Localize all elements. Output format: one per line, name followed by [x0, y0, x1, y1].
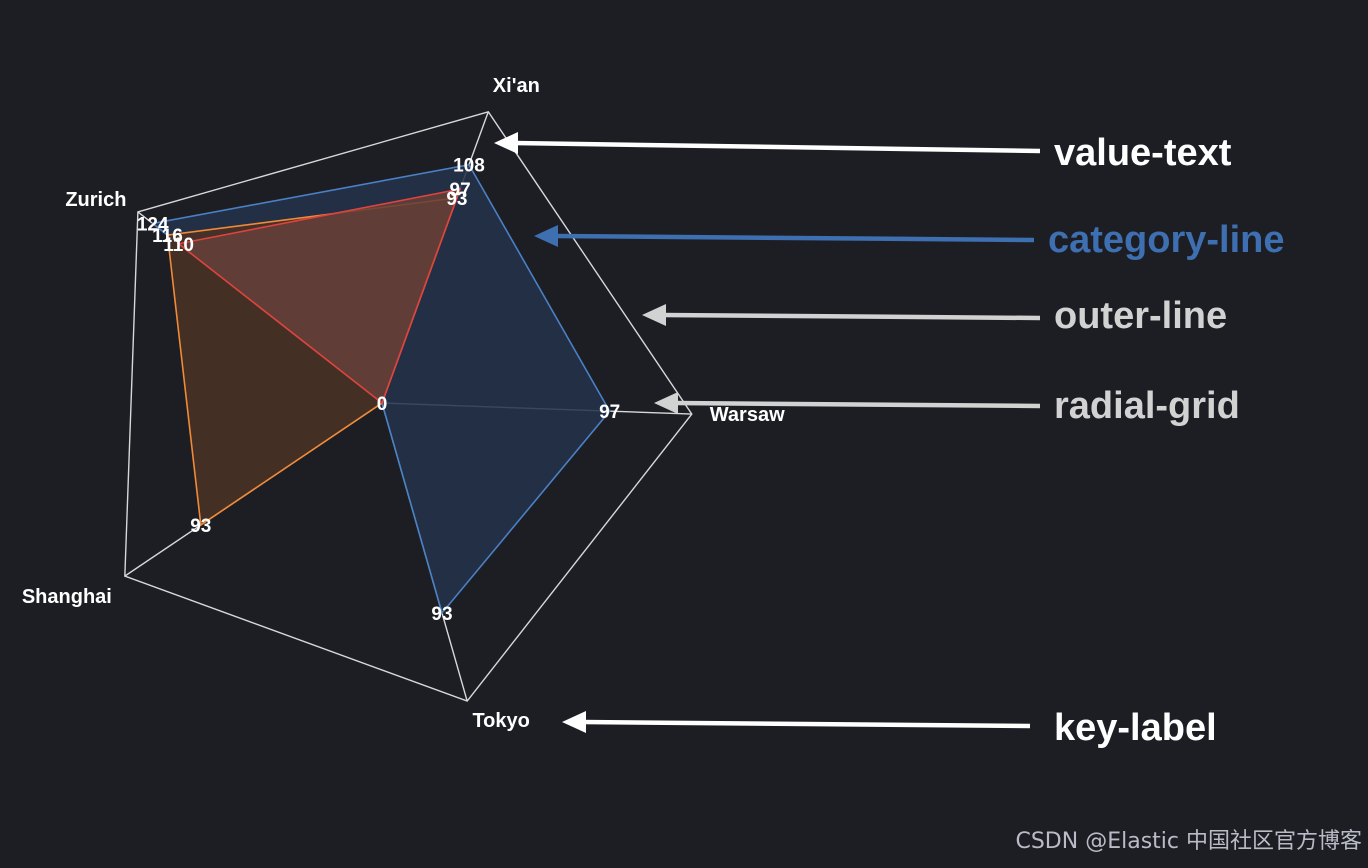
annotation-label-outer-line: outer-line — [1054, 295, 1227, 337]
value-text-series-2-shanghai: 93 — [190, 516, 211, 537]
value-text-series-1-tokyo: 93 — [431, 604, 452, 625]
key-label-tokyo: Tokyo — [472, 710, 529, 732]
value-text-series-1-xi-an: 108 — [453, 156, 485, 177]
key-label-zurich: Zurich — [65, 189, 126, 211]
series-layer — [150, 163, 611, 615]
annotation-label-radial-grid: radial-grid — [1054, 385, 1240, 427]
value-text-series-1-warsaw: 97 — [599, 402, 620, 423]
key-label-warsaw: Warsaw — [710, 404, 785, 426]
annotation-label-value-text: value-text — [1054, 132, 1232, 174]
annotation-arrow-key-label — [581, 719, 1031, 729]
watermark-text: CSDN @Elastic 中国社区官方博客 — [1015, 829, 1362, 854]
value-text-series-2-xi-an: 93 — [446, 189, 467, 210]
annotation-arrow-category-line — [553, 233, 1035, 243]
annotation-label-key-label: key-label — [1054, 707, 1217, 749]
annotation-arrowhead-value-text — [494, 132, 518, 154]
annotation-label-category-line: category-line — [1048, 219, 1285, 261]
value-text-center: 0 — [377, 394, 388, 415]
annotation-layer: value-text category-line outer-line radial-… — [494, 132, 1285, 749]
annotation-arrowhead-category-line — [534, 225, 558, 247]
annotation-arrowhead-radial-grid — [654, 392, 678, 414]
outer-line — [124, 110, 693, 702]
value-text-series-2-zurich: 116 — [152, 226, 183, 247]
key-label-shanghai: Shanghai — [22, 586, 112, 608]
key-label-xi-an: Xi'an — [493, 75, 540, 97]
annotation-arrow-value-text — [513, 140, 1041, 154]
value-text-series-3-zurich: 110 — [163, 235, 194, 256]
value-text-series-3-xi-an: 97 — [450, 180, 471, 201]
category-line-series-3 — [176, 187, 462, 405]
value-text-series-1-zurich: 124 — [137, 214, 169, 235]
annotation-arrow-outer-line — [661, 312, 1041, 321]
annotation-arrowhead-outer-line — [642, 304, 666, 326]
annotation-arrowhead-key-label — [562, 711, 586, 733]
annotation-arrow-radial-grid — [673, 400, 1041, 409]
